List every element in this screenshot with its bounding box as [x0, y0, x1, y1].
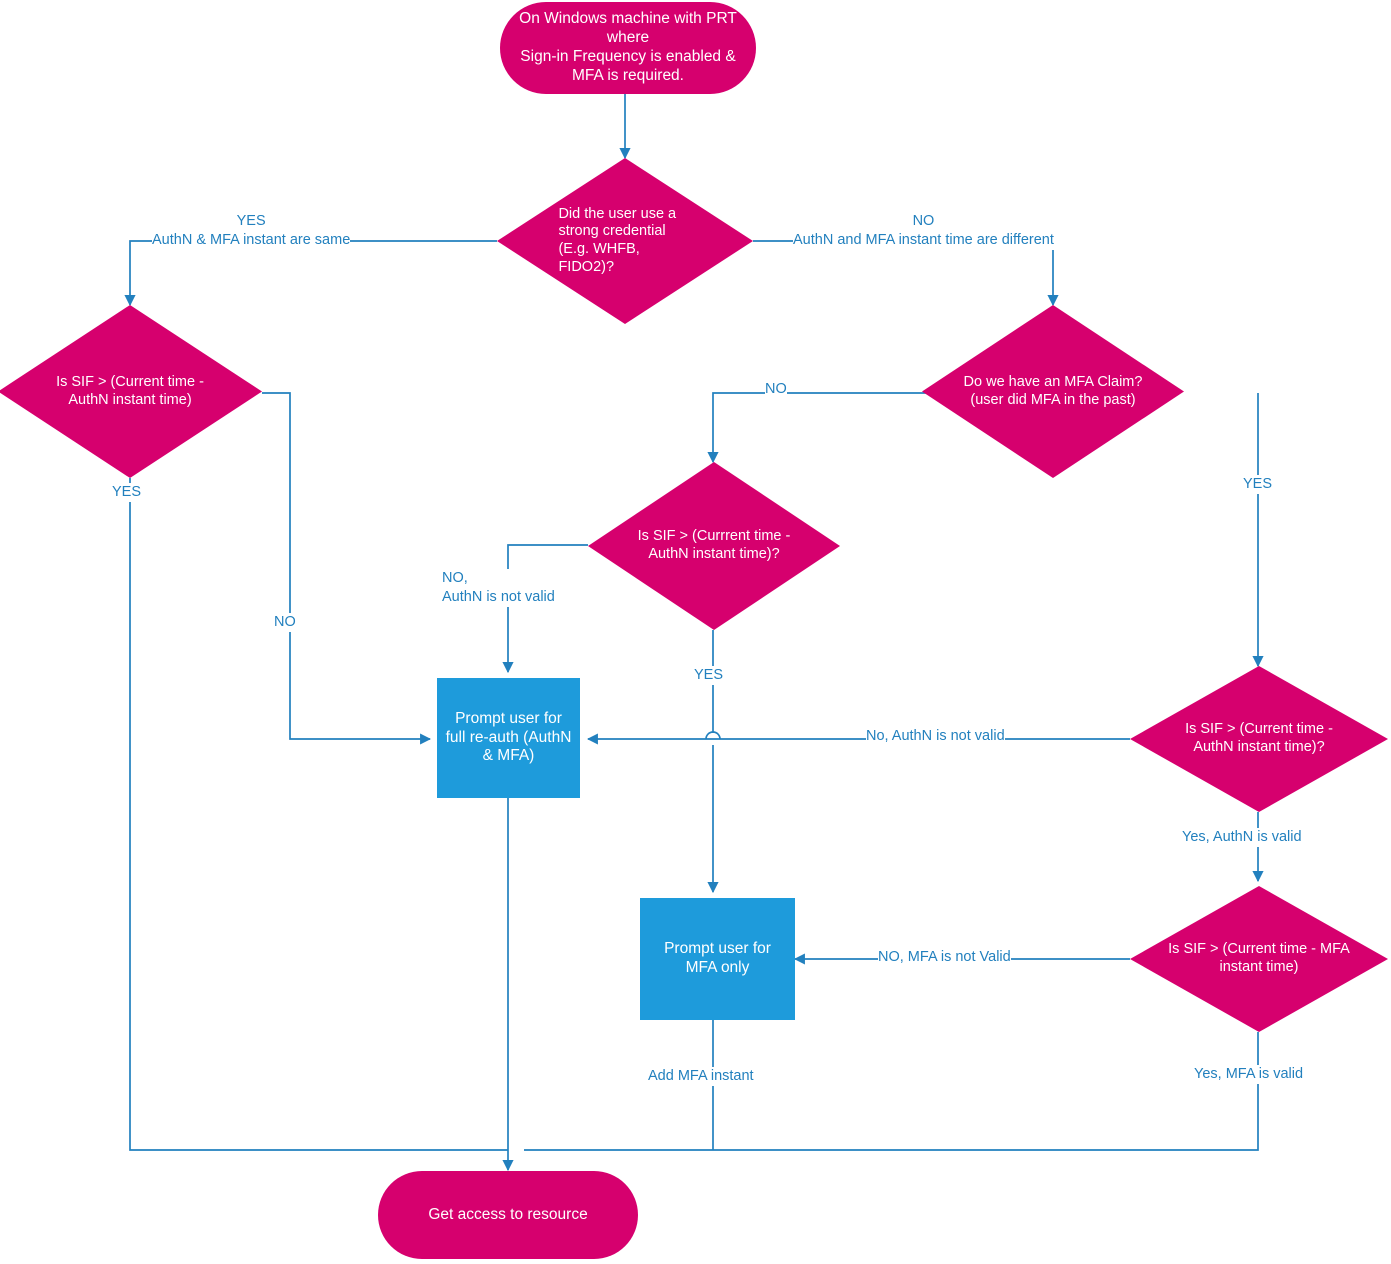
- node-decision-sif-authn-middle-text: Is SIF > (Currrent time - AuthN instant …: [637, 528, 791, 562]
- edge-strong-credential-no: [753, 240, 1059, 307]
- node-decision-mfa-claim-text: Do we have an MFA Claim? (user did MFA i…: [963, 373, 1143, 408]
- node-decision-sif-authn-left-text: Is SIF > (Current time - AuthN instant t…: [56, 373, 204, 408]
- node-decision-sif-mfa-right-text: Is SIF > (Current time - MFA instant tim…: [1168, 941, 1350, 975]
- node-process-full-reauth-text: Prompt user for full re-auth (AuthN & MF…: [445, 709, 572, 765]
- edge-label-strong-credential-yes: YES AuthN & MFA instant are same: [152, 212, 351, 250]
- edge-label-strong-credential-no: NO AuthN and MFA instant time are differ…: [793, 212, 1054, 250]
- node-decision-strong-credential-text: Did the user use a strong credential (E.…: [558, 205, 677, 275]
- edge-left-sif-yes: [129, 478, 508, 1151]
- node-decision-sif-authn-right-text: Is SIF > (Current time - AuthN instant t…: [1185, 721, 1333, 755]
- edge-label-mfa-claim-yes: YES: [1243, 475, 1273, 494]
- edge-label-mid-sif-yes: YES: [694, 666, 724, 685]
- node-start[interactable]: On Windows machine with PRT where Sign-i…: [500, 2, 756, 94]
- node-process-mfa-only[interactable]: Prompt user for MFA only: [640, 898, 795, 1020]
- edge-label-right-authn-sif-no: No, AuthN is not valid: [866, 727, 1005, 746]
- edge-label-left-sif-yes: YES: [112, 483, 142, 502]
- line-hop-arc: [705, 731, 721, 740]
- edge-label-left-sif-no: NO: [274, 613, 296, 632]
- edge-label-right-mfa-sif-no: NO, MFA is not Valid: [878, 948, 1011, 967]
- edge-label-add-mfa-instant: Add MFA instant: [648, 1067, 754, 1086]
- edge-label-right-authn-sif-yes: Yes, AuthN is valid: [1182, 828, 1302, 847]
- node-end-get-access-text: Get access to resource: [428, 1205, 588, 1223]
- edge-label-right-mfa-sif-yes: Yes, MFA is valid: [1194, 1065, 1304, 1084]
- node-start-text: On Windows machine with PRT where Sign-i…: [519, 10, 737, 84]
- node-process-full-reauth[interactable]: Prompt user for full re-auth (AuthN & MF…: [437, 678, 580, 798]
- edge-left-sif-no: [262, 392, 432, 745]
- node-end-get-access[interactable]: Get access to resource: [378, 1171, 638, 1259]
- edge-strong-credential-yes: [124, 240, 497, 307]
- edge-label-mfa-claim-no: NO: [765, 380, 787, 399]
- node-process-mfa-only-text: Prompt user for MFA only: [664, 940, 771, 976]
- edge-label-mid-sif-no: NO, AuthN is not valid: [442, 569, 555, 607]
- edge-mfa-claim-no: [707, 392, 947, 464]
- edge-mid-sif-no: [502, 544, 588, 674]
- edge-right-mfa-sif-yes: [524, 1032, 1259, 1151]
